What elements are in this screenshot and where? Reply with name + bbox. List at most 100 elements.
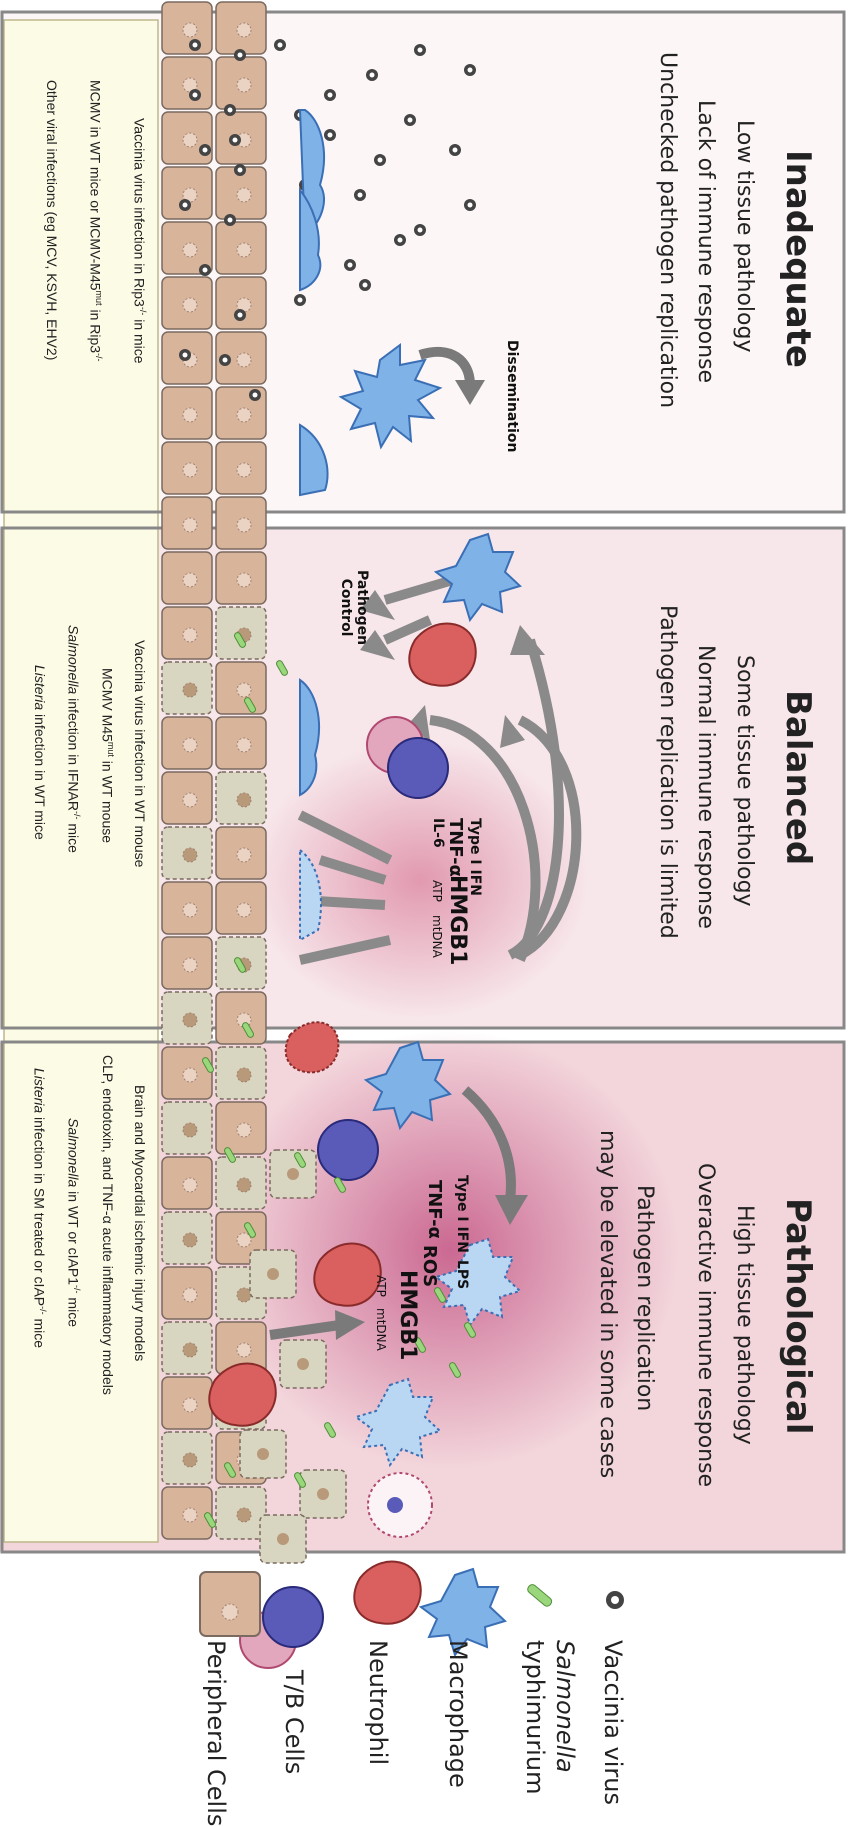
peripheral-cell xyxy=(216,552,266,604)
salmonella-icon xyxy=(526,1583,553,1608)
peripheral-cell xyxy=(162,1377,212,1429)
peripheral-cell xyxy=(162,937,212,989)
peripheral-cell xyxy=(162,1047,212,1099)
virus-icon xyxy=(394,234,406,246)
virus-icon xyxy=(449,144,461,156)
virus-icon xyxy=(224,214,236,226)
peripheral-cell xyxy=(162,607,212,659)
virus-icon xyxy=(324,89,336,101)
dampness-mtdna: mtDNA xyxy=(430,915,444,958)
dying-peripheral-cell xyxy=(162,992,212,1044)
peripheral-cell xyxy=(216,497,266,549)
virus-icon xyxy=(414,44,426,56)
panel-line: High tissue pathology xyxy=(732,1205,757,1445)
virus-icon xyxy=(324,129,336,141)
example-note: Listeria infection in WT mice xyxy=(32,665,48,840)
peripheral-cell xyxy=(216,717,266,769)
virus-icon xyxy=(366,69,378,81)
example-note: MCMV in WT mice or MCMV-M45mut in Rip3-/… xyxy=(87,80,104,362)
example-note: Vaccinia virus infection in Rip3-/- in m… xyxy=(131,118,148,364)
panel-line: Pathogen replication xyxy=(632,1185,657,1411)
legend-label-salmonella-genus: Salmonella xyxy=(551,1640,579,1773)
peripheral-cell xyxy=(162,882,212,934)
peripheral-cell xyxy=(162,277,212,329)
virus-icon xyxy=(199,144,211,156)
virus-icon xyxy=(189,89,201,101)
neutrophil-icon xyxy=(354,1562,420,1624)
panel-title-balanced: Balanced xyxy=(778,690,818,865)
virus-icon xyxy=(354,189,366,201)
peripheral-cell xyxy=(162,497,212,549)
dissemination-label: Dissemination xyxy=(504,340,520,452)
virus-icon xyxy=(224,104,236,116)
virus-icon xyxy=(179,199,191,211)
example-note: Listeria infection in SM treated or cIAP… xyxy=(31,1068,48,1348)
virus-icon xyxy=(414,224,426,236)
example-note: Brain and Myocardial ischemic injury mod… xyxy=(132,1085,148,1361)
dying-peripheral-cell xyxy=(162,662,212,714)
peripheral-cell xyxy=(162,112,212,164)
peripheral-cell xyxy=(162,57,212,109)
peripheral-cell xyxy=(162,387,212,439)
virus-icon xyxy=(234,309,246,321)
dampness-atp: ATP xyxy=(430,880,444,902)
virus-icon xyxy=(179,349,191,361)
panel-line: Lack of immune response xyxy=(693,100,718,383)
peripheral-cell-icon xyxy=(200,1572,260,1636)
panel-line: Normal immune response xyxy=(693,645,718,929)
cytokine-type1ifn: Type I IFN xyxy=(454,1175,470,1253)
virus-icon xyxy=(294,294,306,306)
cytokine-il6: IL-6 xyxy=(430,818,446,848)
peripheral-cell xyxy=(216,222,266,274)
virus-icon xyxy=(219,354,231,366)
dying-peripheral-cell xyxy=(250,1250,296,1298)
dying-peripheral-cell xyxy=(216,1487,266,1539)
dying-peripheral-cell xyxy=(216,772,266,824)
dying-peripheral-cell xyxy=(280,1340,326,1388)
virus-icon xyxy=(344,259,356,271)
dying-peripheral-cell xyxy=(162,1102,212,1154)
dampness-ros: ROS xyxy=(419,1245,440,1287)
dampness-hmgb1: HMGB1 xyxy=(445,875,470,965)
example-note: Salmonella infection in IFNAR-/- mice xyxy=(65,625,82,853)
peripheral-cell xyxy=(162,1267,212,1319)
panel-line: may be elevated in some cases xyxy=(595,1130,620,1478)
dying-peripheral-cell xyxy=(270,1150,316,1198)
peripheral-cell xyxy=(162,442,212,494)
virus-icon xyxy=(234,49,246,61)
legend-label-neutrophil: Neutrophil xyxy=(364,1640,392,1765)
pathogen-control-line2: Control xyxy=(338,579,354,637)
peripheral-cell xyxy=(162,1157,212,1209)
panel-line: Pathogen replication is limited xyxy=(655,605,680,939)
peripheral-cell xyxy=(216,1102,266,1154)
peripheral-cell xyxy=(216,662,266,714)
dying-peripheral-cell xyxy=(162,1212,212,1264)
pathogen-control-line1: Pathogen xyxy=(354,570,370,645)
example-note: Vaccinia virus infection in WT mouse xyxy=(132,640,148,867)
virus-icon xyxy=(199,264,211,276)
dying-peripheral-cell xyxy=(162,1432,212,1484)
example-note: Salmonella in WT or cIAP1-/- mice xyxy=(65,1118,82,1327)
dying-peripheral-cell xyxy=(300,1470,346,1518)
peripheral-cell xyxy=(162,2,212,54)
peripheral-cell xyxy=(216,112,266,164)
pathogen-control-label: Pathogen Control xyxy=(338,570,370,645)
peripheral-cell xyxy=(162,1487,212,1539)
panel-line: Low tissue pathology xyxy=(732,120,757,352)
virus-icon xyxy=(359,279,371,291)
virus-icon xyxy=(274,39,286,51)
legend-label-salmonella-species: typhimurium xyxy=(521,1640,549,1794)
dampness-atp: ATP xyxy=(374,1275,388,1297)
dampness-hmgb1: HMGB1 xyxy=(395,1270,420,1360)
pathological-tb-cell xyxy=(318,1120,378,1180)
pamp-lps: LPS xyxy=(454,1260,470,1289)
dying-peripheral-cell xyxy=(216,1047,266,1099)
virus-icon xyxy=(374,154,386,166)
virus-icon xyxy=(464,64,476,76)
peripheral-cell xyxy=(162,167,212,219)
example-note: MCMV M45mut in WT mouse xyxy=(99,668,116,843)
example-note: CLP, endotoxin, and TNF-α acute inflamma… xyxy=(100,1055,116,1395)
legend-label-peripheral-cells: Peripheral Cells xyxy=(202,1640,230,1826)
peripheral-cell xyxy=(216,277,266,329)
